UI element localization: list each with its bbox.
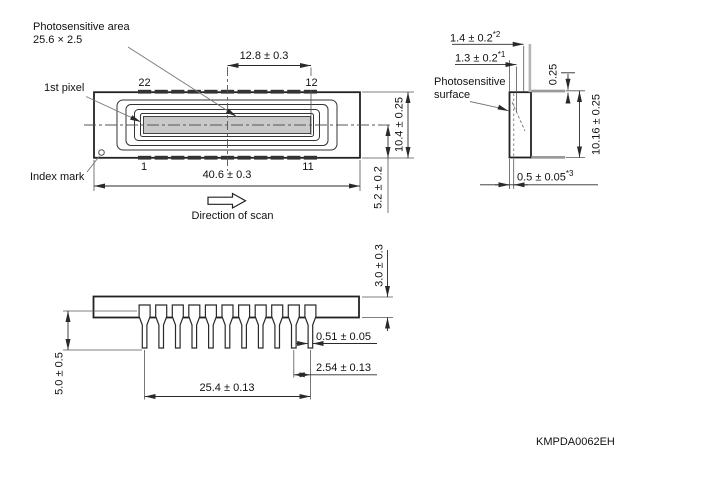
index-mark-label: Index mark <box>30 171 85 183</box>
chip-indicator-diagonal <box>511 101 526 132</box>
dim-40-6 <box>93 160 361 191</box>
index-mark-circle <box>98 149 105 156</box>
front-leads <box>138 304 317 349</box>
lead-plane-extension <box>528 44 532 93</box>
photosensitive-surface-leader <box>469 101 509 112</box>
photosensitive-surface-label: Photosensitive surface <box>434 76 506 102</box>
photosensitive-area-label: Photosensitive area 25.6 × 2.5 <box>33 21 130 47</box>
dim-label-0-51: 0.51 ± 0.05 <box>316 330 371 343</box>
drawing-code: KMPDA0062EH <box>536 436 615 448</box>
pin-number-1: 1 <box>140 161 148 173</box>
direction-of-scan-label: Direction of scan <box>191 210 274 222</box>
dim-label-10-4: 10.4 ± 0.25 <box>393 97 405 152</box>
photosensitive-surface-label-line1: Photosensitive <box>434 76 506 88</box>
dim-25-4 <box>144 350 311 400</box>
pin-number-11: 11 <box>302 161 314 173</box>
dim-10-16 <box>566 90 585 158</box>
side-lead-top <box>531 89 566 93</box>
photosensitive-surface-label-line2: surface <box>434 89 471 101</box>
dim-label-10-16: 10.16 ± 0.25 <box>590 93 602 155</box>
dim-label-2-54: 2.54 ± 0.13 <box>316 361 371 374</box>
dim-label-25-4: 25.4 ± 0.13 <box>199 381 255 394</box>
top-view <box>84 46 414 213</box>
photosensitive-area-label-line1: Photosensitive area <box>33 21 130 33</box>
dim-label-0-5: 0.5 ± 0.05*3 <box>517 169 574 184</box>
first-pixel-leader <box>85 96 142 123</box>
dim-12-8 <box>227 63 312 135</box>
side-lead-bottom <box>531 156 566 159</box>
photosensitive-area-size: 25.6 × 2.5 <box>33 34 83 46</box>
dim-2-54 <box>293 350 377 400</box>
dim-label-40-6: 40.6 ± 0.3 <box>202 169 252 181</box>
dim-0-25 <box>561 72 575 104</box>
dim-label-1-4: 1.4 ± 0.2*2 <box>450 30 501 45</box>
side-body-outline <box>508 91 532 159</box>
photosensitive-area-leader <box>127 46 237 117</box>
dim-3-0 <box>362 250 393 331</box>
front-view <box>63 250 393 400</box>
dim-label-5-2: 5.2 ± 0.2 <box>372 166 385 209</box>
direction-of-scan-arrow <box>207 192 247 210</box>
pin-number-22: 22 <box>138 77 151 89</box>
dim-label-0-25: 0.25 <box>547 63 560 85</box>
dim-label-3-0: 3.0 ± 0.3 <box>373 244 385 287</box>
dim-5-0 <box>63 310 142 351</box>
dim-label-1-3: 1.3 ± 0.2*1 <box>455 50 506 65</box>
dim-label-12-8: 12.8 ± 0.3 <box>239 50 289 62</box>
index-mark-leader <box>86 155 100 173</box>
dim-0-5 <box>480 159 598 189</box>
dim-label-5-0: 5.0 ± 0.5 <box>53 351 66 395</box>
first-pixel-label: 1st pixel <box>44 82 85 94</box>
side-view <box>452 41 598 189</box>
pin-number-12: 12 <box>305 77 318 89</box>
